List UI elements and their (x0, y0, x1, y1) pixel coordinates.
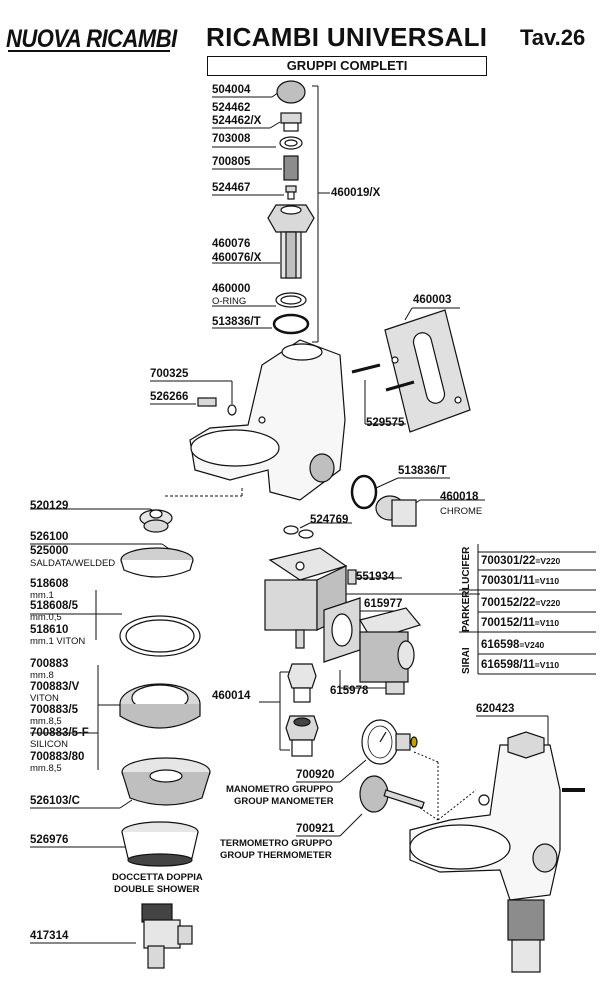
solenoid-row-1: 700301/22=V220 (481, 555, 560, 568)
part-note-518608: mm.1 (30, 590, 54, 601)
part-note-525000: SALDATA/WELDED (30, 558, 116, 569)
part-note-526976-it: DOCCETTA DOPPIA (112, 872, 203, 883)
part-label-551934: 551934 (356, 571, 395, 583)
part-note-700920-it: MANOMETRO GRUPPO (226, 784, 334, 795)
part-label-525000: 525000 (30, 545, 69, 557)
brand-logo: NUOVA RICAMBI (6, 24, 177, 53)
brand-parker: PARKER (461, 590, 472, 632)
part-label-700883-80: 700883/80 (30, 751, 85, 763)
part-label-526976: 526976 (30, 834, 69, 846)
part-label-513836t-b: 513836/T (398, 465, 447, 477)
solenoid-voltage: =V110 (534, 618, 560, 628)
part-label-700883v: 700883/V (30, 681, 80, 693)
part-label-620423: 620423 (476, 703, 515, 715)
part-label-526266: 526266 (150, 391, 189, 403)
part-label-460076: 460076 (212, 238, 251, 250)
part-label-700921: 700921 (296, 823, 335, 835)
page-title: RICAMBI UNIVERSALI (206, 22, 488, 52)
part-note-700883v: VITON (30, 693, 59, 704)
solenoid-voltage: =V240 (519, 640, 545, 650)
part-label-615977: 615977 (364, 598, 403, 610)
part-label-700883-5f: 700883/5-F (30, 727, 89, 739)
part-label-513836t-a: 513836/T (212, 316, 261, 328)
part-note-460000: O-RING (212, 296, 247, 307)
part-label-700805: 700805 (212, 156, 251, 168)
part-label-460076x: 460076/X (212, 252, 262, 264)
brand-underline (8, 50, 170, 52)
part-label-460000: 460000 (212, 283, 251, 295)
part-note-518610: mm.1 VITON (30, 636, 86, 647)
part-label-460019x: 460019/X (331, 187, 381, 199)
solenoid-code: 616598/11 (481, 659, 535, 671)
part-label-460014: 460014 (212, 690, 251, 702)
part-label-504004: 504004 (212, 84, 251, 96)
part-label-460018: 460018 (440, 491, 479, 503)
part-label-524467: 524467 (212, 182, 251, 194)
solenoid-voltage: =V110 (534, 576, 560, 586)
table-number: Tav.26 (520, 25, 586, 50)
solenoid-code: 700301/22 (481, 555, 536, 567)
part-note-700883-5f: SILICON (30, 739, 69, 750)
part-label-526103c: 526103/C (30, 795, 80, 807)
part-note-460018: CHROME (440, 506, 483, 517)
part-label-700920: 700920 (296, 769, 335, 781)
part-note-700920-en: GROUP MANOMETER (234, 796, 334, 807)
solenoid-row-3: 700152/22=V220 (481, 597, 560, 610)
part-label-417314: 417314 (30, 930, 69, 942)
part-label-700325: 700325 (150, 368, 189, 380)
brand-sirai: SIRAI (461, 647, 472, 674)
solenoid-row-2: 700301/11=V110 (481, 575, 559, 588)
solenoid-voltage: =V220 (535, 598, 561, 608)
part-label-615978: 615978 (330, 685, 369, 697)
solenoid-row-4: 700152/11=V110 (481, 617, 559, 630)
part-note-700921-en: GROUP THERMOMETER (220, 850, 332, 861)
solenoid-voltage: =V220 (535, 556, 561, 566)
brand-lucifer: LUCIFER (461, 546, 472, 590)
part-label-518608: 518608 (30, 578, 69, 590)
solenoid-code: 700152/11 (481, 617, 535, 629)
part-note-700883: mm.8 (30, 670, 54, 681)
part-label-526100: 526100 (30, 531, 69, 543)
part-label-524462: 524462 (212, 102, 251, 114)
part-note-700883-5: mm.8,5 (30, 716, 62, 727)
part-label-703008: 703008 (212, 133, 251, 145)
part-note-526976-en: DOUBLE SHOWER (114, 884, 200, 895)
part-label-700883: 700883 (30, 658, 69, 670)
part-label-529575: 529575 (366, 417, 405, 429)
part-label-524769: 524769 (310, 514, 349, 526)
solenoid-row-6: 616598/11=V110 (481, 659, 559, 672)
solenoid-code: 616598 (481, 639, 520, 651)
solenoid-code: 700152/22 (481, 597, 536, 609)
part-label-700883-5: 700883/5 (30, 704, 78, 716)
solenoid-voltage: =V110 (534, 660, 560, 670)
part-label-520129: 520129 (30, 500, 69, 512)
solenoid-code: 700301/11 (481, 575, 535, 587)
solenoid-row-5: 616598=V240 (481, 639, 544, 652)
part-label-524462x: 524462/X (212, 115, 262, 127)
part-label-460003: 460003 (413, 294, 452, 306)
part-note-700883-80: mm.8,5 (30, 763, 62, 774)
part-note-518608-5: mm.0,5 (30, 612, 62, 623)
section-subtitle: GRUPPI COMPLETI (207, 56, 487, 76)
part-label-518610: 518610 (30, 624, 69, 636)
part-note-700921-it: TERMOMETRO GRUPPO (220, 838, 333, 849)
part-label-518608-5: 518608/5 (30, 600, 78, 612)
